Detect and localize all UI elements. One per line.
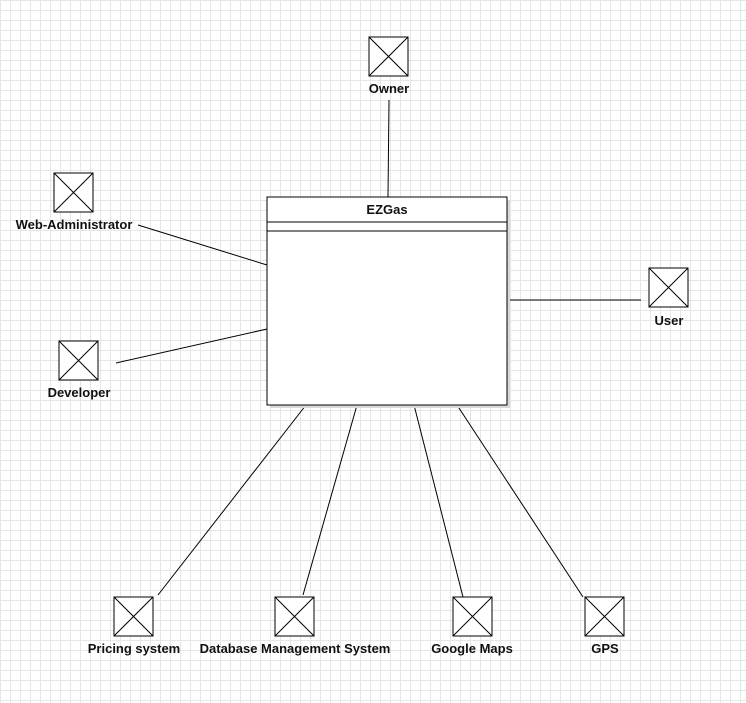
actor-user-label: User (655, 313, 684, 328)
actor-gps[interactable]: GPS (584, 596, 625, 656)
actor-developer-icon (58, 340, 99, 381)
actor-gps-icon (584, 596, 625, 637)
actor-owner[interactable]: Owner (368, 36, 409, 96)
association-database-management-system[interactable] (302, 404, 358, 596)
actor-user-icon (648, 267, 689, 308)
system-box-frame (266, 196, 508, 406)
system-box[interactable]: EZGas (266, 196, 510, 408)
association-owner[interactable] (387, 99, 390, 198)
actor-web-administrator-icon (53, 172, 94, 213)
actor-google-maps[interactable]: Google Maps (431, 596, 513, 656)
actor-owner-icon (368, 36, 409, 77)
actor-web-administrator-label: Web-Administrator (16, 217, 133, 232)
actor-gps-label: GPS (591, 641, 619, 656)
actor-database-management-system[interactable]: Database Management System (200, 596, 391, 656)
actor-pricing-system-label: Pricing system (88, 641, 181, 656)
actor-pricing-system[interactable]: Pricing system (88, 596, 181, 656)
actor-google-maps-label: Google Maps (431, 641, 513, 656)
actor-google-maps-icon (452, 596, 493, 637)
actor-developer[interactable]: Developer (48, 340, 111, 400)
association-pricing-system[interactable] (157, 404, 307, 596)
actor-owner-label: Owner (369, 81, 409, 96)
actor-user[interactable]: User (648, 267, 689, 328)
association-web-administrator[interactable] (137, 224, 268, 266)
actor-web-administrator[interactable]: Web-Administrator (16, 172, 133, 232)
actor-pricing-system-icon (113, 596, 154, 637)
actor-database-management-system-icon (274, 596, 315, 637)
actor-database-management-system-label: Database Management System (200, 641, 391, 656)
system-title: EZGas (366, 202, 407, 217)
association-gps[interactable] (456, 404, 584, 598)
association-google-maps[interactable] (413, 404, 464, 598)
association-lines (115, 99, 641, 598)
actor-developer-label: Developer (48, 385, 111, 400)
association-developer[interactable] (115, 328, 268, 364)
